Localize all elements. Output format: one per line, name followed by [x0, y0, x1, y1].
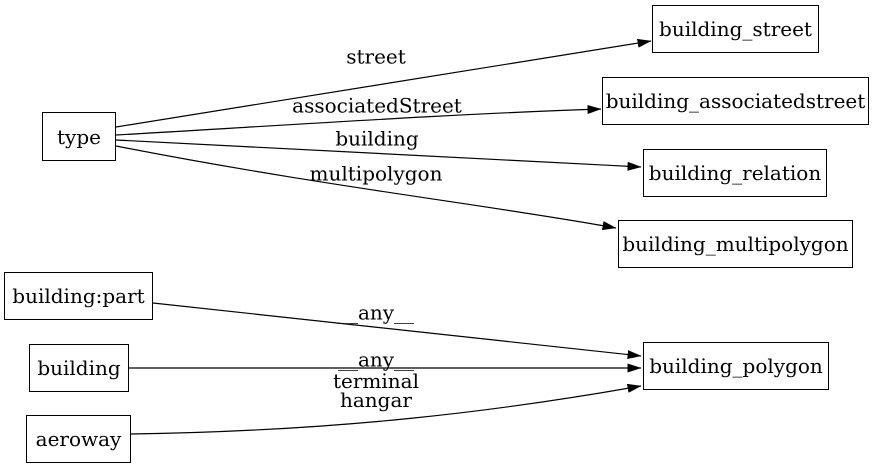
node-type: type — [42, 112, 116, 161]
node-building-multipolygon: building_multipolygon — [618, 220, 853, 268]
edge-aeroway-building-polygon — [130, 383, 642, 435]
edge-label-street: street — [346, 44, 406, 69]
edge-type-building-associatedstreet — [115, 104, 602, 136]
edge-label-multipolygon: multipolygon — [309, 161, 443, 186]
edge-label-associatedstreet: associatedStreet — [292, 93, 462, 118]
node-building-part: building:part — [4, 272, 153, 320]
node-building-polygon: building_polygon — [643, 342, 829, 390]
node-building-associatedstreet: building_associatedstreet — [602, 77, 869, 125]
edge-type-building-relation — [115, 139, 642, 171]
edge-building-part-building-polygon — [152, 302, 642, 360]
node-building: building — [29, 344, 129, 392]
node-aeroway: aeroway — [26, 415, 131, 463]
edge-type-building-multipolygon — [115, 145, 617, 231]
edge-label-terminal-hangar: terminal hangar — [333, 369, 419, 412]
edge-label-any-building-part: __any__ — [337, 300, 415, 325]
node-building-street: building_street — [652, 5, 819, 53]
node-building-relation: building_relation — [643, 149, 827, 197]
edge-label-any-building: __any__ — [337, 347, 415, 372]
edge-label-building: building — [335, 126, 419, 151]
